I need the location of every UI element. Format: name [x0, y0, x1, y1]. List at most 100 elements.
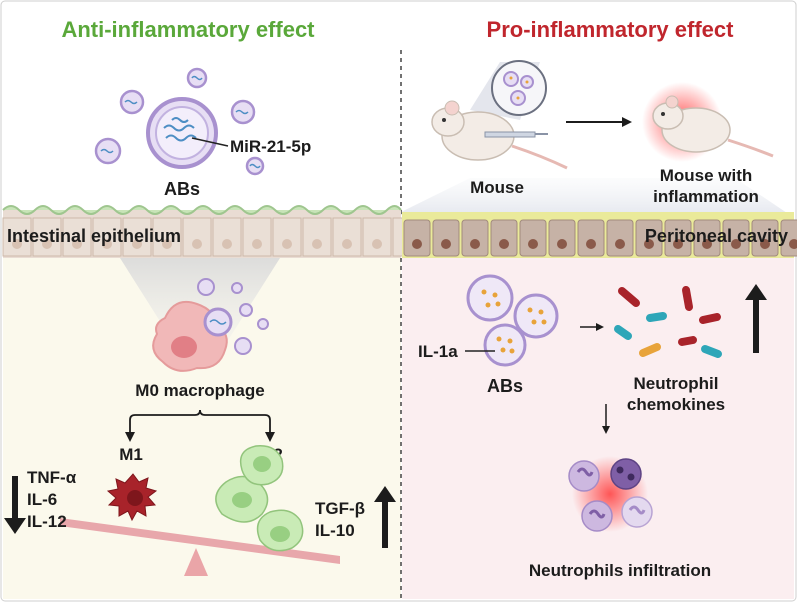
mouse-to-inflammation-arrowhead [622, 117, 632, 127]
right-abs-label: ABs [487, 376, 523, 396]
peritoneal-cell-nucleus [789, 239, 797, 249]
inflamed-mouse-icon [642, 82, 774, 162]
peritoneal-cell-nucleus [731, 239, 741, 249]
peritoneal-cell-nucleus [412, 239, 422, 249]
mirna-label: MiR-21-5p [230, 137, 311, 156]
epithelial-cell [332, 217, 362, 257]
m1-cytokine-il6: IL-6 [27, 490, 57, 509]
epithelial-cell-nucleus [222, 239, 232, 249]
epithelial-cell-nucleus [162, 239, 172, 249]
abs-to-chemokines-arrowhead [596, 323, 604, 331]
epithelial-cell [92, 217, 122, 257]
inflamed-mouse-label-line1: Mouse with [660, 166, 753, 185]
il1a-label: IL-1a [418, 342, 458, 361]
epithelial-cell-nucleus [372, 239, 382, 249]
m1-cytokine-il12: IL-12 [27, 512, 67, 531]
epithelial-cell-nucleus [192, 239, 202, 249]
epithelial-cell-nucleus [132, 239, 142, 249]
epithelial-cell [212, 217, 242, 257]
epithelial-cell-nucleus [102, 239, 112, 249]
m1-macrophage-cell [106, 473, 158, 522]
peritoneal-cell-nucleus [441, 239, 451, 249]
epithelial-cell [302, 217, 332, 257]
epithelial-cell-nucleus [342, 239, 352, 249]
chemokine-rods [614, 286, 722, 358]
epithelial-cell [182, 217, 212, 257]
peritoneal-cell [548, 219, 576, 257]
left-abs-label: ABs [164, 179, 200, 199]
peritoneal-cell-nucleus [673, 239, 683, 249]
epithelial-cell-nucleus [72, 239, 82, 249]
peritoneal-cell-nucleus [615, 239, 625, 249]
peritoneal-cavity-strip [402, 212, 797, 258]
m1-cytokine-tnfa: TNF-α [27, 468, 77, 487]
peritoneal-cell [751, 219, 779, 257]
peritoneal-cell [722, 219, 750, 257]
epithelial-cell-nucleus [312, 239, 322, 249]
left-title: Anti-inflammatory effect [61, 17, 315, 42]
peritoneal-cell-nucleus [528, 239, 538, 249]
peritoneal-cell [606, 219, 634, 257]
neutrophils-infiltration-label: Neutrophils infiltration [529, 561, 711, 580]
abs-vesicle-cluster [94, 67, 265, 176]
macrophage-branch-brace [129, 409, 271, 437]
peritoneal-cell [635, 219, 663, 257]
epithelial-cell-nucleus [252, 239, 262, 249]
peritoneal-cell [693, 219, 721, 257]
intestinal-epithelium-strip [2, 205, 422, 258]
epithelial-cell [2, 217, 32, 257]
m2-arrowhead [265, 432, 275, 442]
chemokines-label-line2: chemokines [627, 395, 725, 414]
peritoneal-cell-nucleus [499, 239, 509, 249]
mouse-label: Mouse [470, 178, 524, 197]
peritoneal-cell-nucleus [702, 239, 712, 249]
mirna-pointer-line [191, 137, 229, 147]
peritoneal-cell [577, 219, 605, 257]
right-title: Pro-inflammatory effect [487, 17, 735, 42]
peritoneal-cell-nucleus [644, 239, 654, 249]
left-zoom-cone [120, 258, 280, 345]
m2-macrophage-cells [215, 445, 304, 552]
m1-label: M1 [119, 445, 143, 464]
neutrophil-cluster [568, 456, 653, 532]
peritoneal-cavity-label: Peritoneal cavity [645, 226, 788, 246]
peritoneal-cell-nucleus [470, 239, 480, 249]
epithelial-cell-nucleus [12, 239, 22, 249]
syringe-zoom-bubble [491, 60, 547, 116]
right-abs-vesicles [466, 274, 559, 367]
epithelial-cell [122, 217, 152, 257]
epithelial-cell [272, 217, 302, 257]
epithelial-cell [62, 217, 92, 257]
epithelial-cell [32, 217, 62, 257]
epithelial-cell [242, 217, 272, 257]
epithelial-cell-nucleus [42, 239, 52, 249]
m0-macrophage-label: M0 macrophage [135, 381, 264, 400]
chemokines-to-neutrophils-arrowhead [602, 426, 610, 434]
m2-cytokine-il10: IL-10 [315, 521, 355, 540]
m1-arrowhead [125, 432, 135, 442]
peritoneal-cell [490, 219, 518, 257]
inflamed-mouse-label-line2: inflammation [653, 187, 759, 206]
right-lower-panel [402, 255, 794, 599]
intestinal-epithelium-label: Intestinal epithelium [7, 226, 181, 246]
peritoneal-cell [403, 219, 431, 257]
peritoneal-cell-nucleus [760, 239, 770, 249]
chemokines-up-arrowhead [745, 284, 767, 300]
epithelial-cell [152, 217, 182, 257]
m2-cytokine-tgfb: TGF-β [315, 499, 365, 518]
peritoneal-cell [664, 219, 692, 257]
epithelial-cell [362, 217, 392, 257]
m0-vesicles [197, 278, 269, 355]
seesaw-beam [60, 518, 340, 564]
chemokines-label-line1: Neutrophil [634, 374, 719, 393]
peritoneal-cell-nucleus [557, 239, 567, 249]
peritoneal-cell-nucleus [586, 239, 596, 249]
m1-down-arrowhead [4, 518, 26, 534]
m2-up-arrowhead [374, 486, 396, 502]
seesaw-fulcrum [184, 548, 208, 576]
mouse-icon [431, 100, 568, 170]
peritoneal-cell [461, 219, 489, 257]
epithelial-cell-nucleus [282, 239, 292, 249]
